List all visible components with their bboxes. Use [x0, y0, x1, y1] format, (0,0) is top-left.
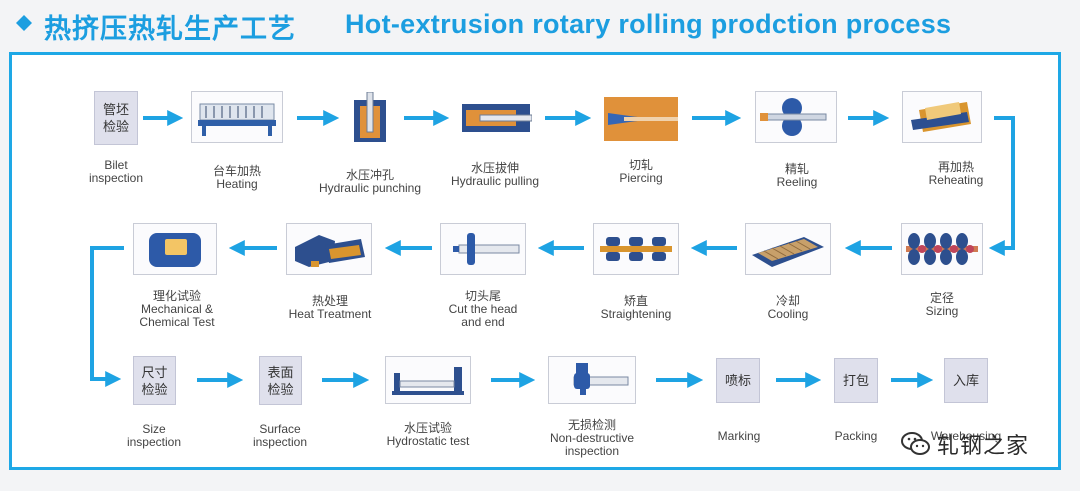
ndt-probe-icon: [573, 363, 629, 395]
furnace-icon: [198, 103, 276, 136]
watermark-text: 轧钢之家: [937, 433, 1030, 458]
step-reeling-image: [755, 91, 837, 143]
straightener-icon: [600, 237, 672, 261]
step-size-inspection-box: 尺寸检验: [133, 356, 176, 405]
step-sizing-image: [901, 223, 983, 275]
step-surface-inspection-box: 表面检验: [259, 356, 302, 405]
wechat-icon: [901, 432, 930, 455]
step-heating-image: [191, 91, 283, 143]
pulling-icon: [462, 104, 532, 132]
step-cut-head-end-image: [440, 223, 526, 275]
step-mech-chem-test-image: [133, 223, 217, 275]
step-packing-box: 打包: [834, 358, 878, 403]
arrow-13: [90, 246, 124, 387]
cooling-bed-icon: [752, 237, 824, 267]
sizing-rolls-icon: [906, 233, 978, 265]
diamond-bullet-icon: [16, 15, 32, 31]
test-machine-icon: [149, 233, 201, 267]
hydrostatic-press-icon: [392, 367, 464, 395]
cutter-icon: [453, 233, 520, 265]
punch-icon: [354, 92, 386, 142]
step-marking-label: Marking: [717, 429, 761, 443]
step-cooling-image: [745, 223, 831, 275]
step-hydraulic-pulling-image: [459, 99, 533, 137]
page-title-en: Hot-extrusion rotary rolling prodction p…: [345, 9, 952, 39]
page-title-cn: 热挤压热轧生产工艺: [44, 14, 296, 44]
step-warehousing-box: 入库: [944, 358, 988, 403]
watermark: 轧钢之家: [901, 428, 1029, 460]
heat-treat-furnace-icon: [295, 235, 365, 267]
step-warehousing-label: Warehousing: [930, 429, 1002, 443]
step-straightening-image: [593, 223, 679, 275]
step-packing-label: Packing: [834, 429, 878, 443]
step-ndt-image: [548, 356, 636, 404]
reeling-icon: [760, 98, 827, 136]
step-billet-inspection-box: 管坯检验: [94, 91, 138, 145]
reheat-furnace-icon: [911, 102, 971, 132]
step-piercing-image: [604, 97, 678, 141]
step-reheating-image: [902, 91, 982, 143]
arrow-7: [988, 116, 1015, 256]
step-heat-treatment-image: [286, 223, 372, 275]
step-hydraulic-punching-image: [347, 91, 393, 147]
step-marking-box: 喷标: [716, 358, 760, 403]
piercing-icon: [604, 97, 678, 141]
step-hydrostatic-test-image: [385, 356, 471, 404]
